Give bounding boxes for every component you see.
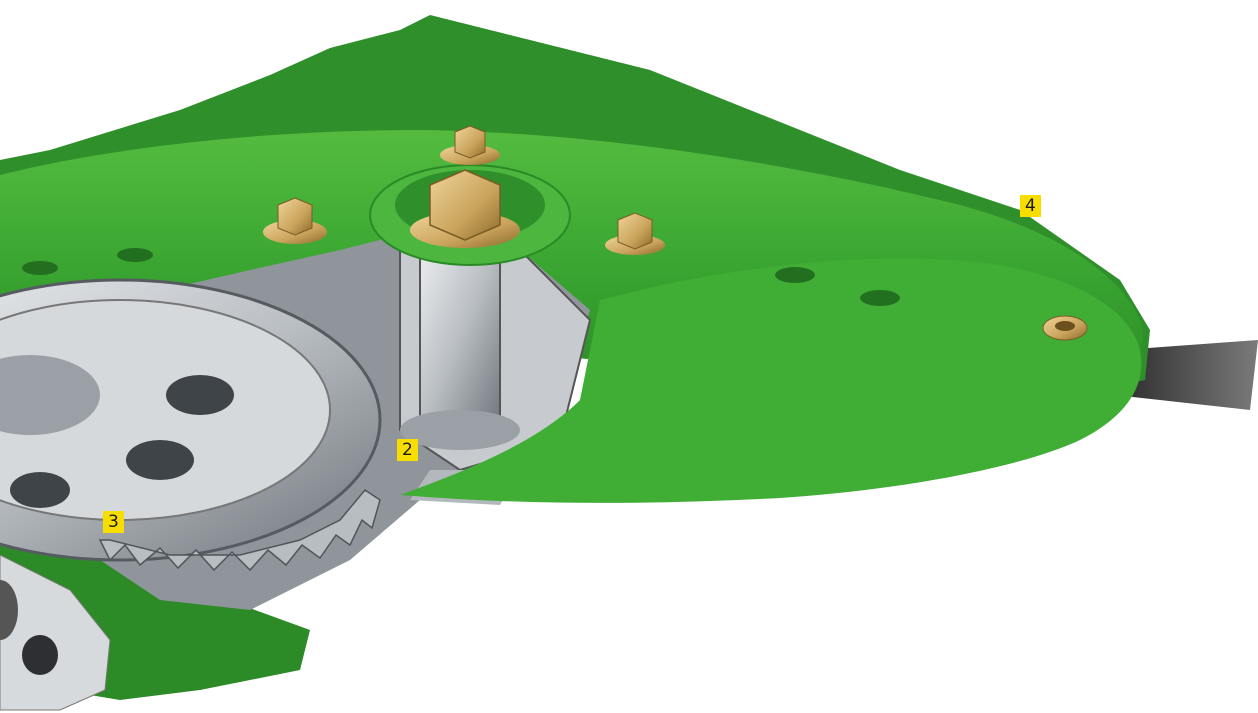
callout-4: 4: [1020, 195, 1041, 217]
bearing-housing: [0, 554, 111, 711]
callout-3: 3: [103, 511, 124, 533]
bolt-right: [605, 212, 665, 255]
cutting-knife: [1115, 340, 1258, 410]
cover-holes: [22, 248, 900, 306]
gear-teeth: [98, 489, 381, 572]
callout-2: 2: [397, 439, 418, 461]
housing-front-cover: [400, 258, 1142, 503]
bolt-left: [263, 197, 327, 244]
bolt-top: [440, 125, 500, 165]
central-hex-nut: [410, 169, 520, 248]
knife-bolt: [1042, 315, 1088, 341]
